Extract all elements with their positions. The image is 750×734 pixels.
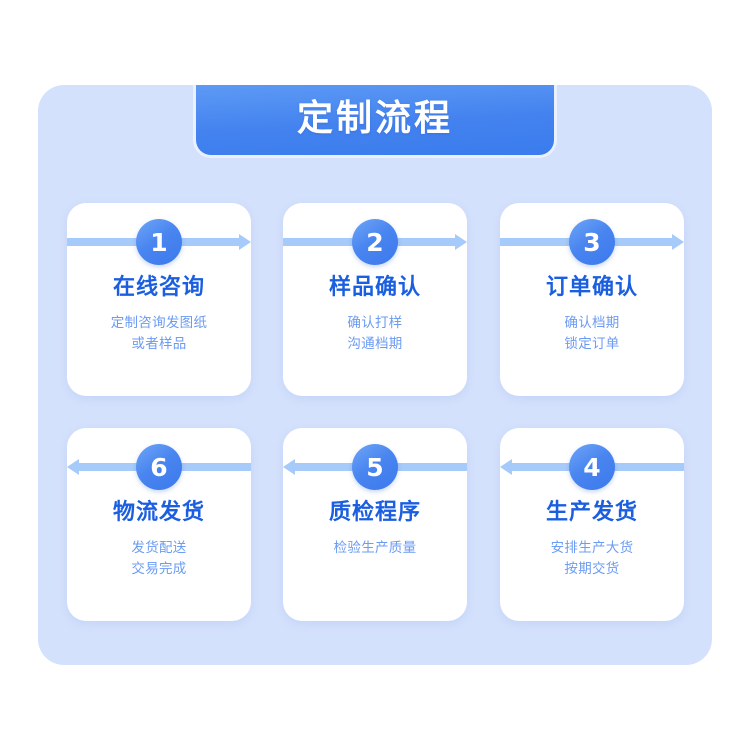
step-card-body: 生产发货 安排生产大货 按期交货 <box>500 500 684 580</box>
step-number-badge: 5 <box>352 444 398 490</box>
step-title: 在线咨询 <box>112 275 205 300</box>
step-description: 安排生产大货 按期交货 <box>500 538 684 580</box>
step-description-line: 确认打样 <box>347 315 403 332</box>
step-number-badge: 6 <box>136 444 182 490</box>
step-description: 确认档期 锁定订单 <box>500 313 684 355</box>
step-description-line: 定制咨询发图纸 <box>110 315 208 332</box>
title-banner: 定制流程 <box>193 85 557 158</box>
step-card-body: 在线咨询 定制咨询发图纸 或者样品 <box>67 275 251 355</box>
title-banner-fill: 定制流程 <box>196 85 554 155</box>
page-title: 定制流程 <box>296 98 453 139</box>
step-description-line: 发货配送 <box>131 540 187 557</box>
step-description: 发货配送 交易完成 <box>67 538 251 580</box>
step-title: 样品确认 <box>328 275 421 300</box>
step-card-1[interactable]: 1 在线咨询 定制咨询发图纸 或者样品 <box>67 203 251 396</box>
step-description: 定制咨询发图纸 或者样品 <box>67 313 251 355</box>
step-description-line: 安排生产大货 <box>550 540 634 557</box>
step-description-line: 锁定订单 <box>564 336 620 353</box>
step-card-6[interactable]: 6 物流发货 发货配送 交易完成 <box>67 428 251 621</box>
step-description-line: 按期交货 <box>564 561 620 578</box>
step-card-4[interactable]: 4 生产发货 安排生产大货 按期交货 <box>500 428 684 621</box>
step-card-body: 样品确认 确认打样 沟通档期 <box>283 275 467 355</box>
step-card-body: 物流发货 发货配送 交易完成 <box>67 500 251 580</box>
step-card-5[interactable]: 5 质检程序 检验生产质量 <box>283 428 467 621</box>
step-card-body: 质检程序 检验生产质量 <box>283 500 467 559</box>
step-number-badge: 3 <box>569 219 615 265</box>
step-number-badge: 2 <box>352 219 398 265</box>
step-card-3[interactable]: 3 订单确认 确认档期 锁定订单 <box>500 203 684 396</box>
step-card-body: 订单确认 确认档期 锁定订单 <box>500 275 684 355</box>
step-number-badge: 1 <box>136 219 182 265</box>
step-description-line: 确认档期 <box>564 315 620 332</box>
step-description-line: 或者样品 <box>131 336 187 353</box>
step-description-line: 沟通档期 <box>347 336 403 353</box>
step-description: 确认打样 沟通档期 <box>283 313 467 355</box>
step-number-badge: 4 <box>569 444 615 490</box>
step-description: 检验生产质量 <box>283 538 467 559</box>
step-title: 质检程序 <box>328 500 421 525</box>
step-title: 物流发货 <box>112 500 205 525</box>
step-title: 生产发货 <box>545 500 638 525</box>
step-card-2[interactable]: 2 样品确认 确认打样 沟通档期 <box>283 203 467 396</box>
step-description-line: 检验生产质量 <box>333 540 417 557</box>
step-description-line: 交易完成 <box>131 561 187 578</box>
step-title: 订单确认 <box>545 275 638 300</box>
